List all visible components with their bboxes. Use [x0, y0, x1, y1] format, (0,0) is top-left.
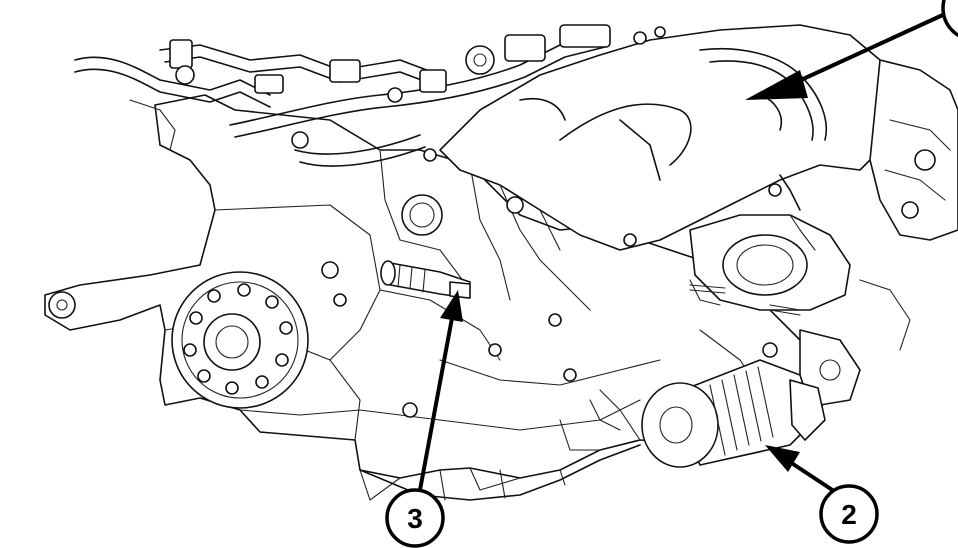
coolant-ports — [321, 194, 778, 418]
crankshaft-pulley — [171, 271, 309, 409]
callout-arrow-3 — [418, 290, 463, 492]
oil-filter — [641, 359, 826, 468]
mounting-bracket — [48, 291, 76, 319]
callout-1: 1 — [941, 0, 958, 38]
callout-2: 2 — [819, 484, 879, 544]
throttle-body — [689, 174, 851, 316]
callout-2-label: 2 — [841, 499, 857, 530]
sensor — [380, 260, 471, 299]
upper-hoses — [74, 24, 611, 167]
callout-3-label: 3 — [407, 503, 423, 534]
intake-manifold — [423, 24, 891, 311]
callout-arrow-2 — [765, 445, 842, 497]
callout-arrow-1 — [745, 6, 958, 100]
callout-3: 3 — [385, 488, 445, 548]
right-components — [799, 59, 958, 406]
